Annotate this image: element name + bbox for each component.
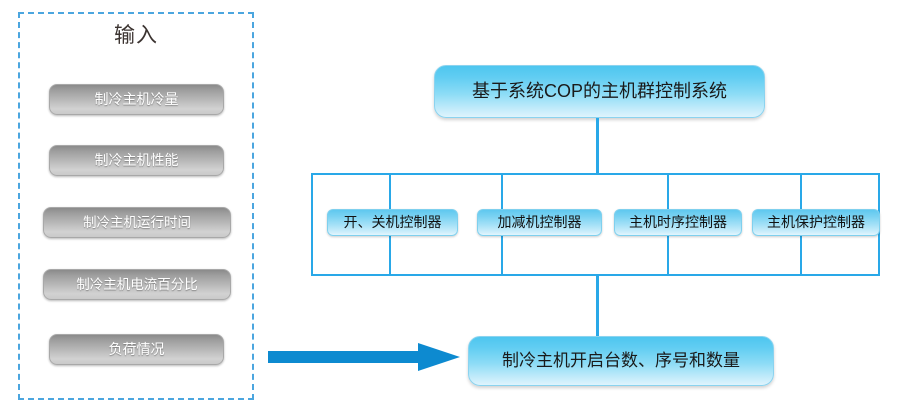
input-panel-title: 输入 (114, 24, 158, 47)
connector-grid-to-output (596, 275, 599, 337)
connector-title-to-grid (596, 118, 599, 175)
input-item-current-percentage[interactable]: 制冷主机电流百分比 (43, 269, 231, 300)
controller-add-reduce[interactable]: 加减机控制器 (477, 209, 602, 236)
flow-arrow-icon (268, 343, 460, 371)
input-item-runtime[interactable]: 制冷主机运行时间 (43, 207, 231, 238)
system-title-box[interactable]: 基于系统COP的主机群控制系统 (434, 65, 765, 118)
input-item-cooling-capacity[interactable]: 制冷主机冷量 (49, 84, 224, 115)
controller-on-off[interactable]: 开、关机控制器 (327, 209, 458, 236)
output-box[interactable]: 制冷主机开启台数、序号和数量 (468, 336, 774, 386)
input-item-load-condition[interactable]: 负荷情况 (49, 334, 224, 365)
controller-protection[interactable]: 主机保护控制器 (752, 209, 880, 236)
input-item-performance[interactable]: 制冷主机性能 (49, 145, 224, 176)
controller-sequence[interactable]: 主机时序控制器 (614, 209, 742, 236)
